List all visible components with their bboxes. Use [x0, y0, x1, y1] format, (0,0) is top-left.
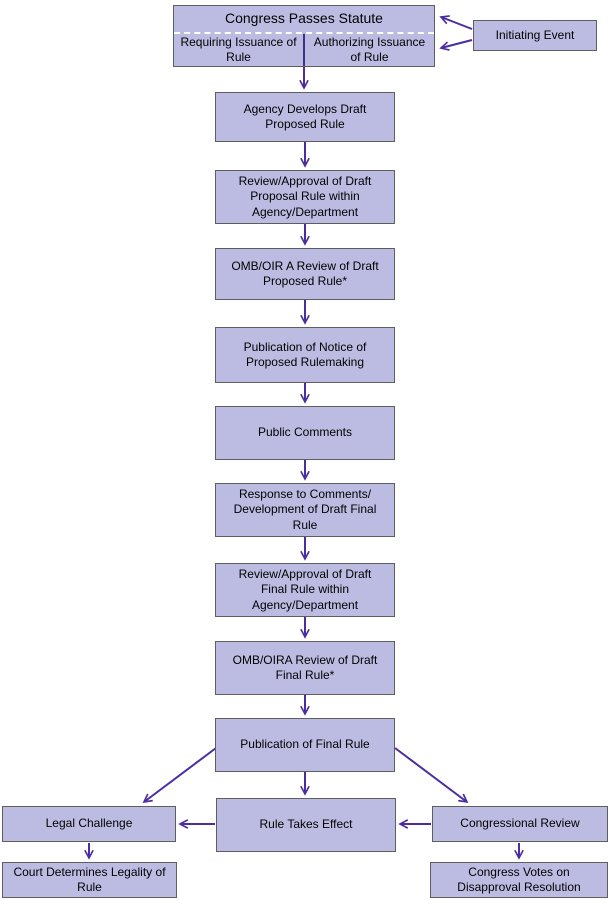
arrow-initiating-to-congress-top — [439, 15, 473, 30]
arrow-pub-final-to-legal — [142, 747, 217, 804]
node-initiating-event: Initiating Event — [473, 20, 597, 51]
node-congress-votes-disapproval: Congress Votes on Disapproval Resolution — [430, 862, 608, 898]
node-public-comments: Public Comments — [215, 406, 395, 460]
node-court-determines-legality: Court Determines Legality of Rule — [2, 862, 177, 898]
arrow-pub-final-to-congressional — [394, 747, 469, 804]
node-response-to-comments: Response to Comments/ Development of Dra… — [215, 483, 395, 537]
node-congress-passes-statute: Congress Passes Statute Requiring Issuan… — [173, 5, 435, 67]
node-agency-develops-draft-proposed-rule: Agency Develops Draft Proposed Rule — [215, 92, 395, 142]
node-review-approval-draft-final-rule: Review/Approval of Draft Final Rule with… — [215, 563, 395, 617]
node-legal-challenge: Legal Challenge — [2, 806, 176, 842]
node-omb-oira-review-draft-proposed-rule: OMB/OIR A Review of Draft Proposed Rule* — [215, 248, 395, 300]
node-rule-takes-effect: Rule Takes Effect — [216, 798, 396, 852]
node-congressional-review: Congressional Review — [432, 806, 608, 842]
arrow-initiating-to-congress-bottom — [439, 39, 473, 51]
congress-sub-row: Requiring Issuance of Rule Authorizing I… — [174, 32, 434, 66]
congress-statute-label: Congress Passes Statute — [225, 10, 383, 27]
node-authorizing-issuance: Authorizing Issuance of Rule — [303, 34, 434, 66]
node-review-approval-draft-proposal-rule: Review/Approval of Draft Proposal Rule w… — [215, 170, 395, 224]
node-requiring-issuance: Requiring Issuance of Rule — [180, 35, 297, 64]
node-publication-of-final-rule: Publication of Final Rule — [215, 718, 395, 772]
node-publication-notice-proposed-rulemaking: Publication of Notice of Proposed Rulema… — [215, 327, 395, 383]
node-omb-oira-review-draft-final-rule: OMB/OIRA Review of Draft Final Rule* — [215, 641, 395, 695]
